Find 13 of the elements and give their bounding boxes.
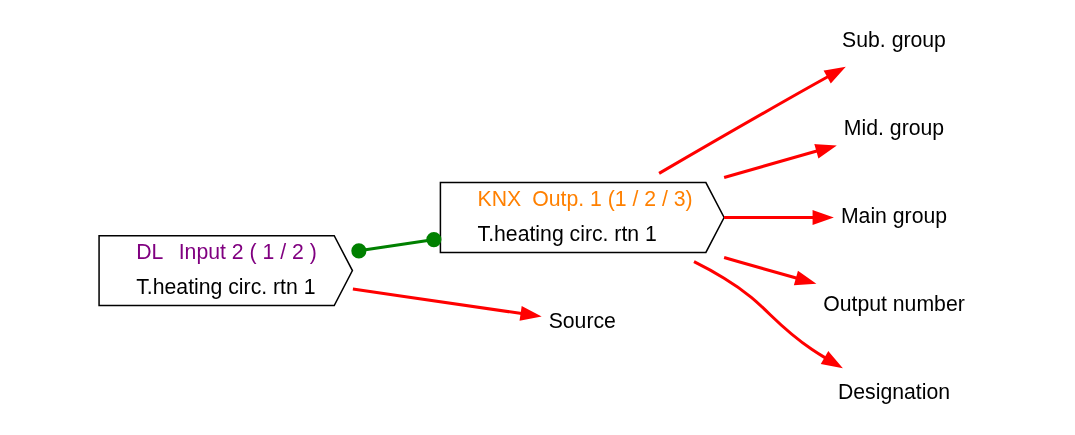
arrow: [352, 287, 542, 321]
arrow: [693, 260, 843, 369]
arrow: [658, 66, 846, 175]
node-text: Designation: [837, 380, 951, 404]
node-text: Source: [548, 308, 616, 332]
connector: [351, 231, 442, 259]
arrow: [724, 210, 834, 225]
arrow: [723, 256, 817, 286]
arrow: [723, 144, 837, 179]
node-text: Mid. group: [843, 116, 945, 140]
node-text: Sub. group: [842, 28, 946, 52]
node-text: Main group: [840, 204, 948, 228]
node-text: Output number: [823, 292, 965, 316]
